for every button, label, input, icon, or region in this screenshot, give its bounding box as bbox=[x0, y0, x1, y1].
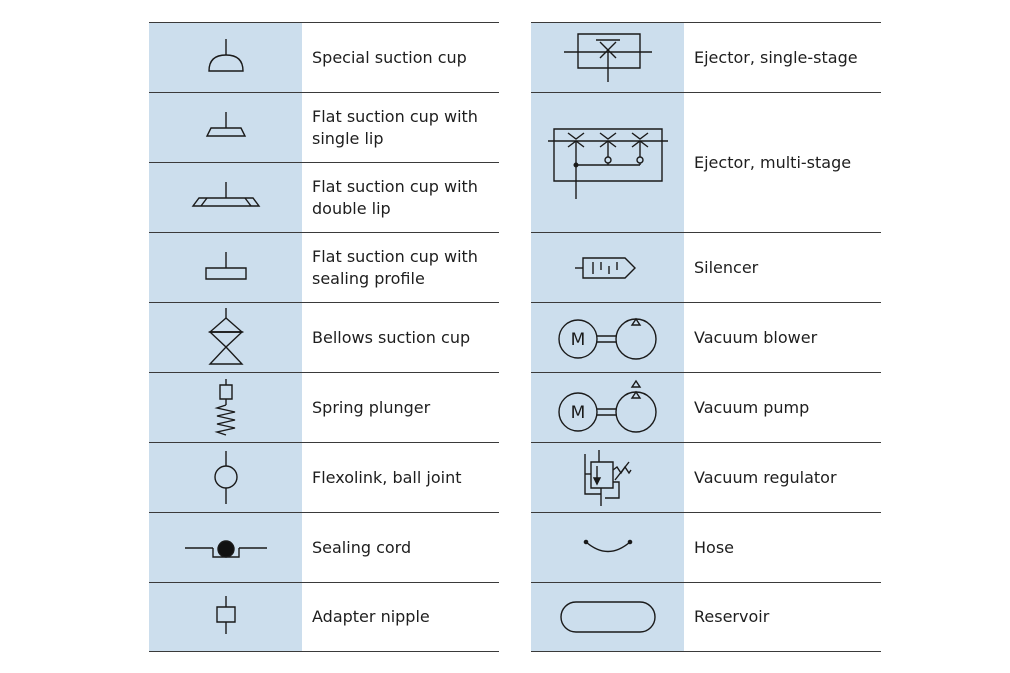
special-suction-cup-icon bbox=[149, 23, 302, 92]
table-row: Adapter nipple bbox=[149, 582, 499, 652]
symbol-label: Bellows suction cup bbox=[312, 327, 471, 347]
symbol-label: Adapter nipple bbox=[312, 607, 430, 626]
symbol-label: Vacuum regulator bbox=[694, 467, 837, 487]
symbol-label: Ejector, single-stage bbox=[694, 47, 858, 67]
hose-icon bbox=[531, 513, 684, 582]
adapter-nipple-icon bbox=[149, 583, 302, 651]
vacuum-regulator-icon bbox=[531, 443, 684, 512]
symbol-label: Vacuum blower bbox=[694, 327, 818, 347]
vacuum-pump-icon: M bbox=[531, 373, 684, 442]
symbol-label: Ejector, multi-stage bbox=[694, 152, 852, 172]
flat-suction-cup-double-lip-icon bbox=[149, 163, 302, 232]
symbol-label: Special suction cup bbox=[312, 47, 467, 67]
motor-letter: M bbox=[570, 403, 585, 423]
symbol-label: Flexolink, ball joint bbox=[312, 467, 462, 487]
bellows-suction-cup-icon bbox=[149, 303, 302, 372]
table-row: Flat suction cup with double lip bbox=[149, 162, 499, 232]
symbol-label: Flat suction cup with double lip bbox=[312, 176, 478, 218]
sealing-cord-icon bbox=[149, 513, 302, 582]
table-row: Spring plunger bbox=[149, 372, 499, 442]
reservoir-icon bbox=[531, 583, 684, 651]
table-row: Sealing cord bbox=[149, 512, 499, 582]
table-row: Bellows suction cup bbox=[149, 302, 499, 372]
table-row: Flexolink, ball joint bbox=[149, 442, 499, 512]
symbol-label: Vacuum pump bbox=[694, 397, 810, 417]
table-row: Hose bbox=[531, 512, 881, 582]
symbol-label: Flat suction cup with single lip bbox=[312, 106, 478, 148]
motor-letter: M bbox=[570, 330, 585, 350]
symbol-label: Reservoir bbox=[694, 607, 770, 626]
symbol-label: Hose bbox=[694, 537, 734, 557]
left-symbol-table: Special suction cup Flat suction cup wit… bbox=[149, 22, 499, 652]
table-row: M Vacuum blower bbox=[531, 302, 881, 372]
flat-suction-cup-single-lip-icon bbox=[149, 93, 302, 162]
table-row: Flat suction cup with single lip bbox=[149, 92, 499, 162]
table-row: Flat suction cup with sealing profile bbox=[149, 232, 499, 302]
symbol-label: Silencer bbox=[694, 257, 759, 277]
table-row: Vacuum regulator bbox=[531, 442, 881, 512]
ball-joint-icon bbox=[149, 443, 302, 512]
spring-plunger-icon bbox=[149, 373, 302, 442]
vacuum-blower-icon: M bbox=[531, 303, 684, 372]
symbol-label: Spring plunger bbox=[312, 397, 431, 417]
table-row: Reservoir bbox=[531, 582, 881, 652]
symbol-label: Flat suction cup with sealing profile bbox=[312, 246, 478, 288]
symbol-label: Sealing cord bbox=[312, 537, 412, 557]
table-row: M Vacuum pump bbox=[531, 372, 881, 442]
flat-suction-cup-sealing-profile-icon bbox=[149, 233, 302, 302]
table-row: Ejector, multi-stage bbox=[531, 92, 881, 232]
ejector-multi-stage-icon bbox=[531, 93, 684, 232]
table-row: Silencer bbox=[531, 232, 881, 302]
silencer-icon bbox=[531, 233, 684, 302]
right-symbol-table: Ejector, single-stage Ejector, bbox=[531, 22, 881, 652]
table-row: Special suction cup bbox=[149, 22, 499, 92]
table-row: Ejector, single-stage bbox=[531, 22, 881, 92]
ejector-single-stage-icon bbox=[531, 23, 684, 92]
